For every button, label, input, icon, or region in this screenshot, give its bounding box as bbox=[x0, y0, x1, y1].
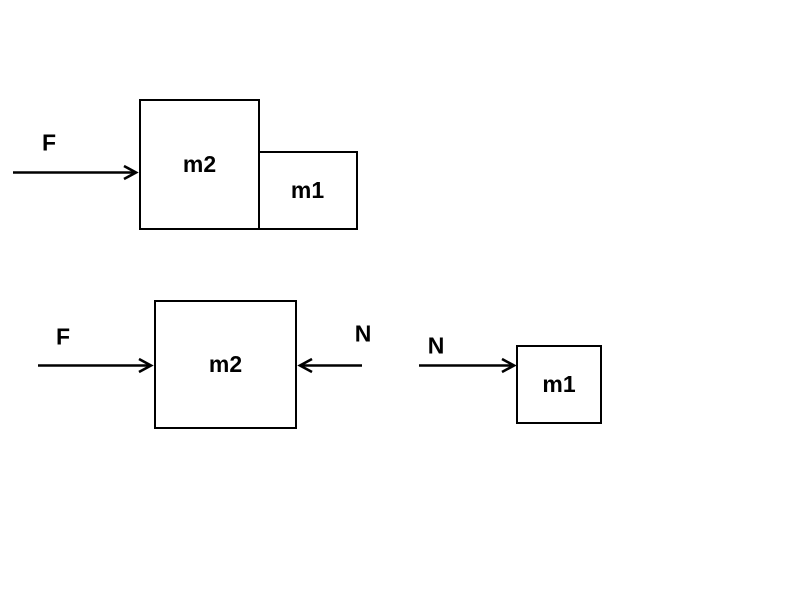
normal-N-arrow-fbd-m2 bbox=[297, 357, 362, 374]
force-F-arrow-assembly bbox=[13, 164, 139, 181]
block-m2-assembly-label: m2 bbox=[182, 151, 217, 177]
force-F-arrow-fbd-m2 bbox=[38, 357, 154, 374]
normal-N-arrow-fbd-m1 bbox=[419, 357, 517, 374]
block-m1-fbd: m1 bbox=[516, 345, 602, 424]
block-m1-fbd-label: m1 bbox=[542, 371, 576, 397]
force-F-label-assembly: F bbox=[41, 129, 57, 156]
normal-N-label-fbd-m1: N bbox=[427, 332, 445, 359]
block-m1-assembly-label: m1 bbox=[290, 177, 325, 203]
block-m2-fbd-label: m2 bbox=[208, 351, 243, 377]
block-m2-assembly: m2 bbox=[139, 99, 260, 230]
block-m1-assembly: m1 bbox=[257, 151, 358, 230]
normal-N-label-fbd-m2: N bbox=[354, 320, 372, 347]
force-F-label-fbd-m2: F bbox=[55, 323, 71, 350]
block-m2-fbd: m2 bbox=[154, 300, 297, 429]
